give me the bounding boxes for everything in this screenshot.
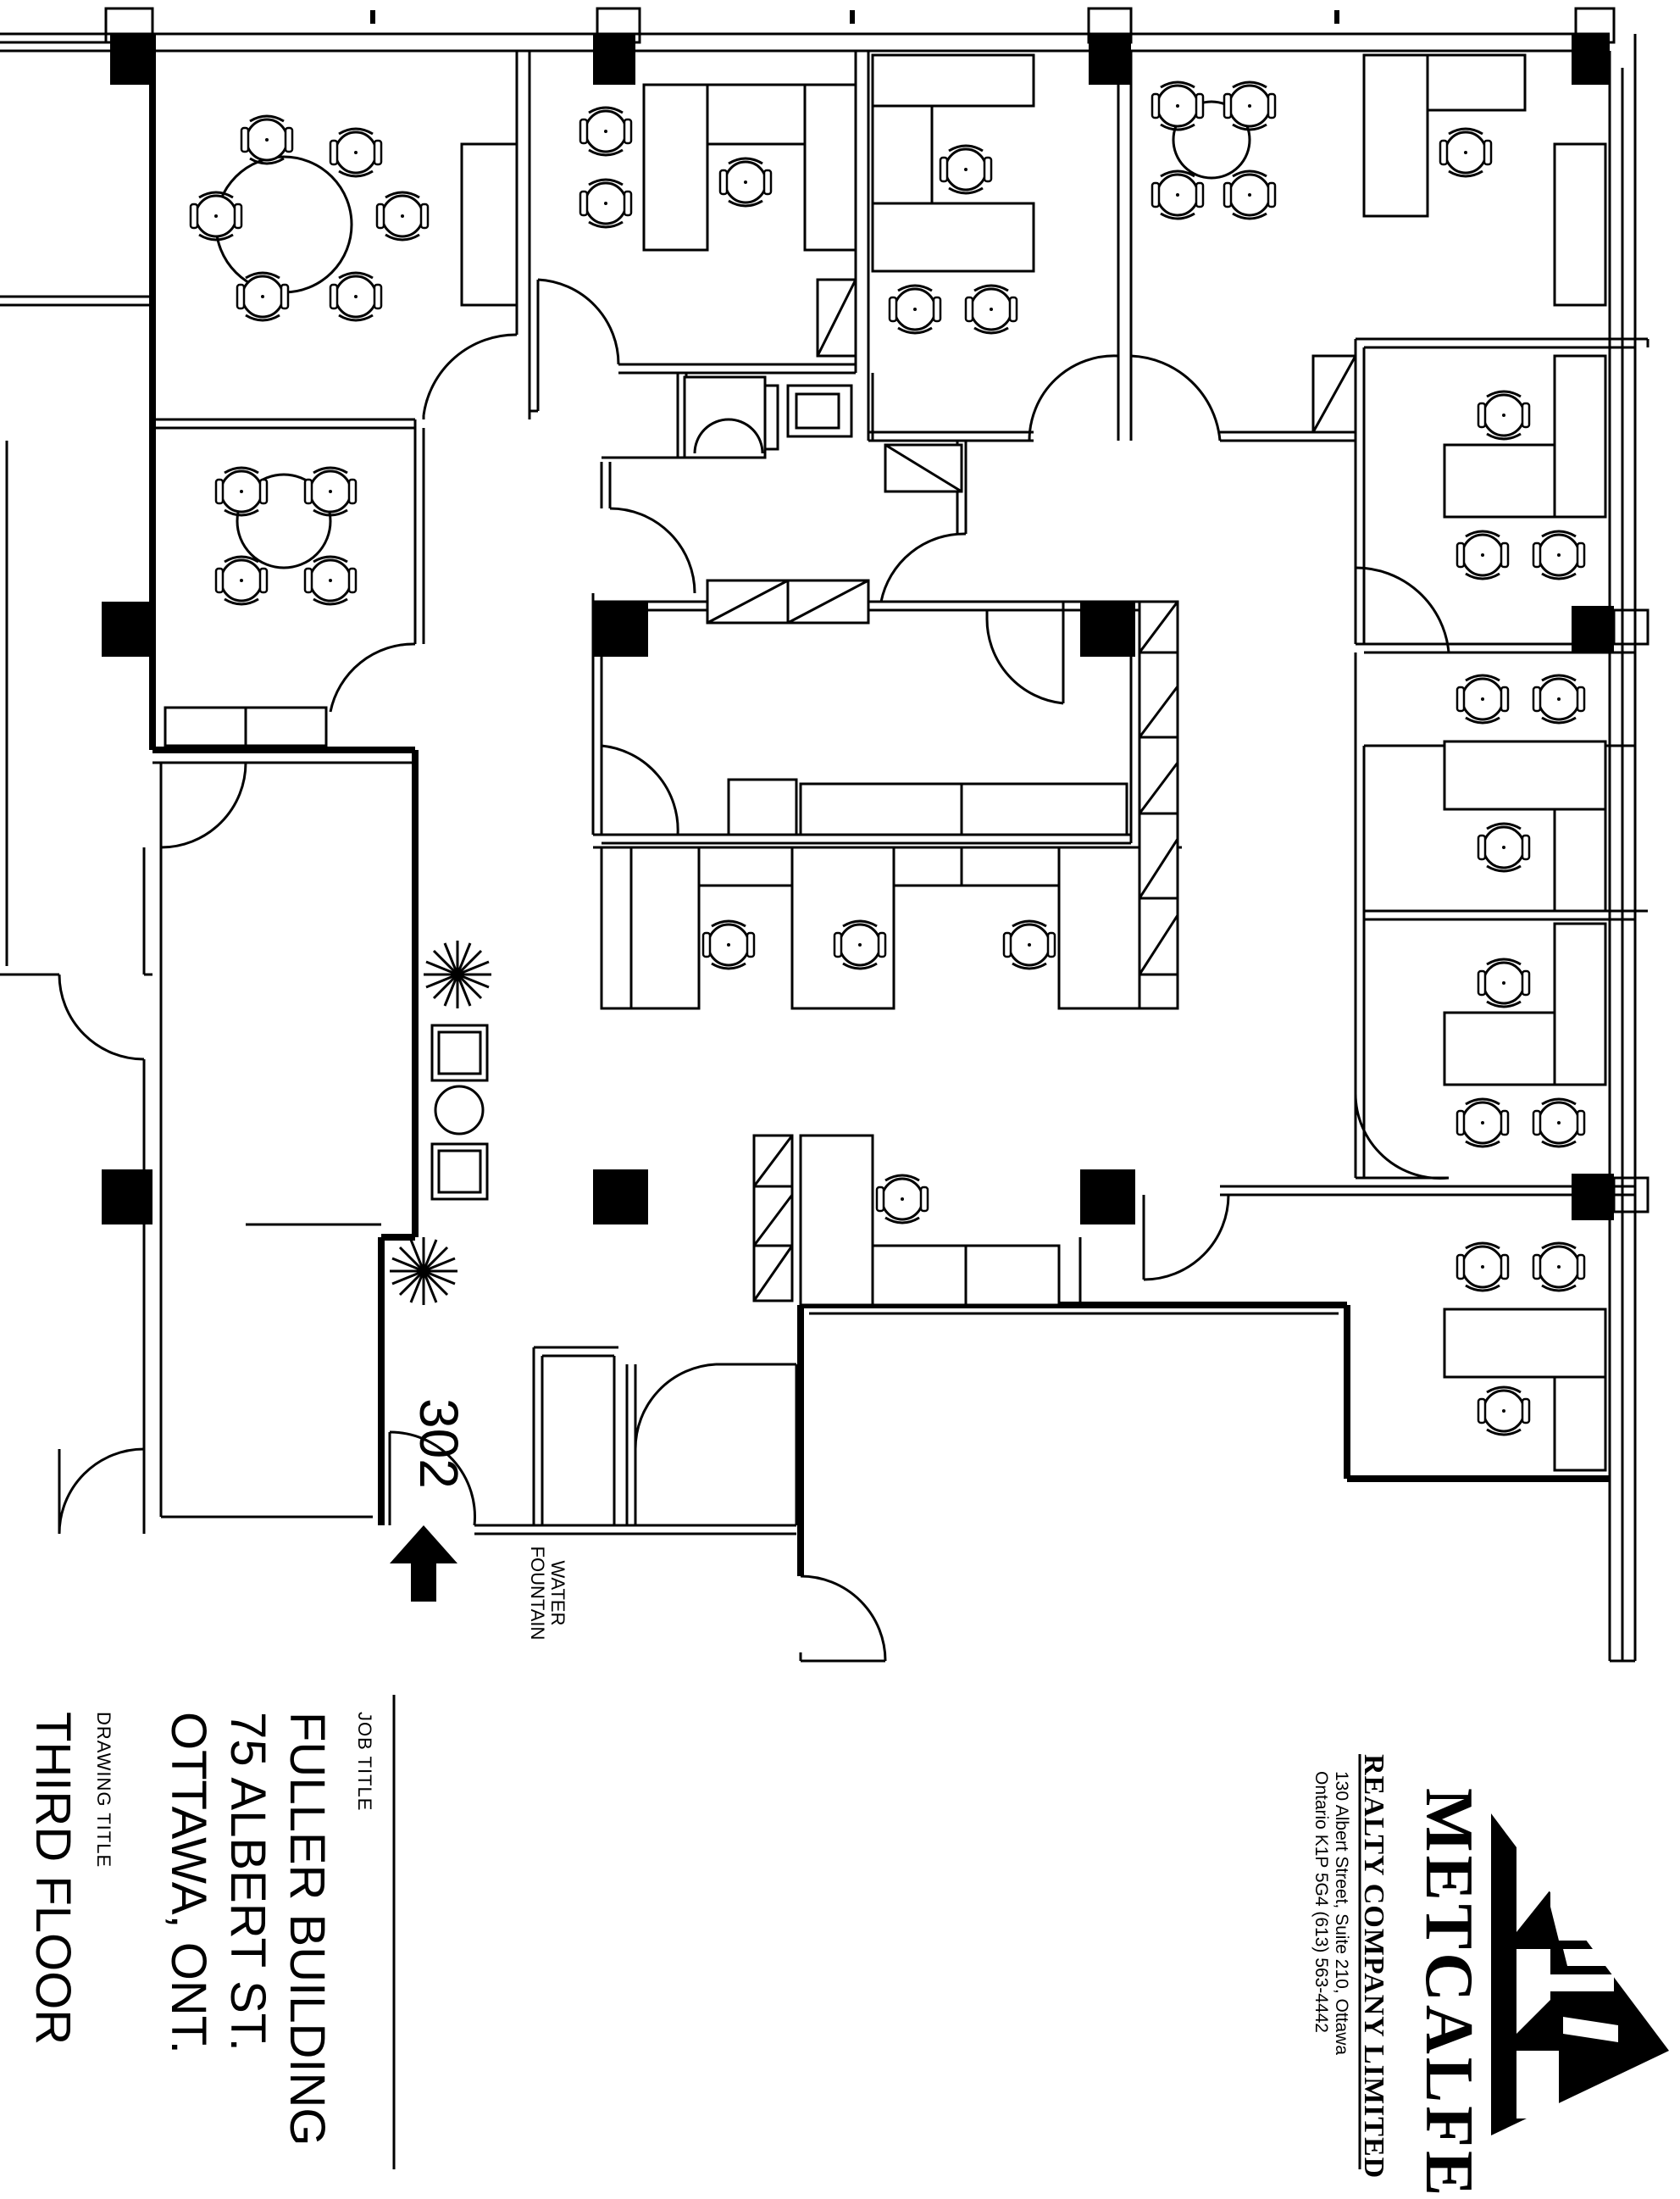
job-title-line-2: 75 ALBERT ST.: [220, 1712, 275, 2052]
job-title-line-1: FULLER BUILDING: [280, 1712, 335, 2146]
company-address-line-2: Ontario K1P 5G4 (613) 563-4442: [1311, 1771, 1331, 2033]
job-title: FULLER BUILDING: [279, 1712, 335, 2146]
job-title-label: JOB TITLE: [354, 1712, 375, 1812]
water-fountain-label: WATER FOUNTAIN: [527, 1546, 568, 1641]
job-title-line-3-wrap: OTTAWA, ONT.: [160, 1712, 216, 2054]
metcalfe-logo-mark: [1491, 1813, 1669, 2135]
job-title-line-2-wrap: 75 ALBERT ST.: [219, 1712, 275, 2052]
company-subtitle: REALTY COMPANY LIMITED: [1358, 1754, 1389, 2180]
job-title-line-3: OTTAWA, ONT.: [161, 1712, 216, 2054]
drawing-title-label: DRAWING TITLE: [93, 1712, 114, 1869]
company-name: METCALFE: [1411, 1788, 1486, 2199]
company-address: 130 Albert Street, Suite 210, Ottawa Ont…: [1311, 1771, 1351, 2127]
company-address-line-1: 130 Albert Street, Suite 210, Ottawa: [1332, 1771, 1351, 2056]
suite-number: 302: [408, 1398, 469, 1489]
drawing-title: THIRD FLOOR: [25, 1712, 80, 2046]
